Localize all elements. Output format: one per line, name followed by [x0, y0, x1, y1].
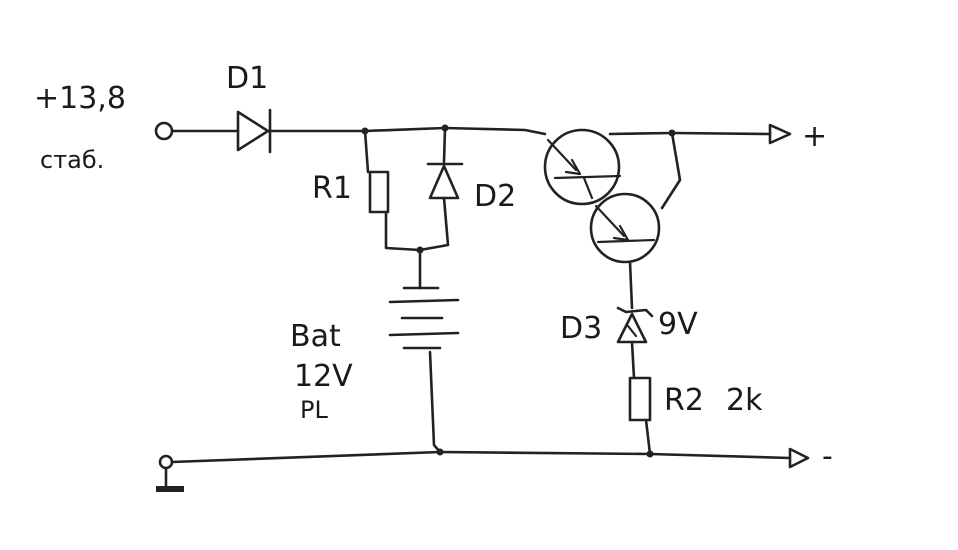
diode-d1-symbol	[236, 108, 272, 154]
wire-d3-to-r2	[630, 340, 636, 380]
wire-output-plus	[670, 131, 772, 136]
diode-d2-symbol	[426, 162, 464, 200]
d3-label: D3	[560, 311, 602, 346]
transistor-q1-symbol	[543, 128, 621, 206]
transistor-q1-arrow	[564, 158, 582, 176]
wire-r1-top	[363, 129, 370, 174]
output-minus-arrow	[788, 447, 810, 469]
wire-q2-base-to-d3	[628, 260, 634, 310]
wire-r1-bottom	[384, 210, 422, 252]
output-minus-label: -	[822, 439, 833, 474]
input-type-label: стаб.	[40, 146, 104, 174]
resistor-r2-symbol	[628, 376, 652, 422]
input-voltage-label: +13,8	[34, 81, 126, 116]
battery-symbol	[388, 286, 460, 350]
wire-top-rail	[268, 126, 547, 136]
wire-r2-to-ground	[644, 418, 652, 456]
d2-label: D2	[474, 179, 516, 214]
wire-d2-bottom	[418, 196, 450, 252]
transistor-q2-emitter	[594, 204, 626, 238]
wire-battery-to-ground	[428, 350, 442, 454]
transistor-q1-emitter	[546, 138, 578, 172]
wire-q1-to-q2	[582, 176, 594, 200]
output-plus-label: +	[802, 119, 827, 154]
r2-label: R2	[664, 383, 704, 418]
transistor-q2-symbol	[589, 192, 661, 264]
transistor-q1-base	[553, 174, 622, 180]
zener-d3-symbol	[616, 306, 654, 344]
output-plus-arrow	[768, 123, 792, 145]
battery-type-label: PL	[300, 396, 328, 424]
transistor-q2-base	[596, 238, 656, 244]
d1-label: D1	[226, 61, 268, 96]
wire-d2-top	[442, 126, 447, 164]
r2-value-label: 2k	[726, 383, 763, 418]
battery-name-label: Bat	[290, 319, 341, 354]
battery-voltage-label: 12V	[294, 359, 353, 394]
d3-value-label: 9V	[658, 307, 698, 342]
resistor-r1-symbol	[368, 170, 390, 214]
ground-symbol	[156, 486, 184, 492]
wire-q1-collector-to-output	[608, 131, 674, 136]
wire-q2-collector	[660, 131, 682, 210]
input-terminal	[154, 121, 174, 141]
ground-terminal	[158, 454, 174, 470]
r1-label: R1	[312, 171, 352, 206]
wire-ground-rail	[170, 450, 792, 464]
